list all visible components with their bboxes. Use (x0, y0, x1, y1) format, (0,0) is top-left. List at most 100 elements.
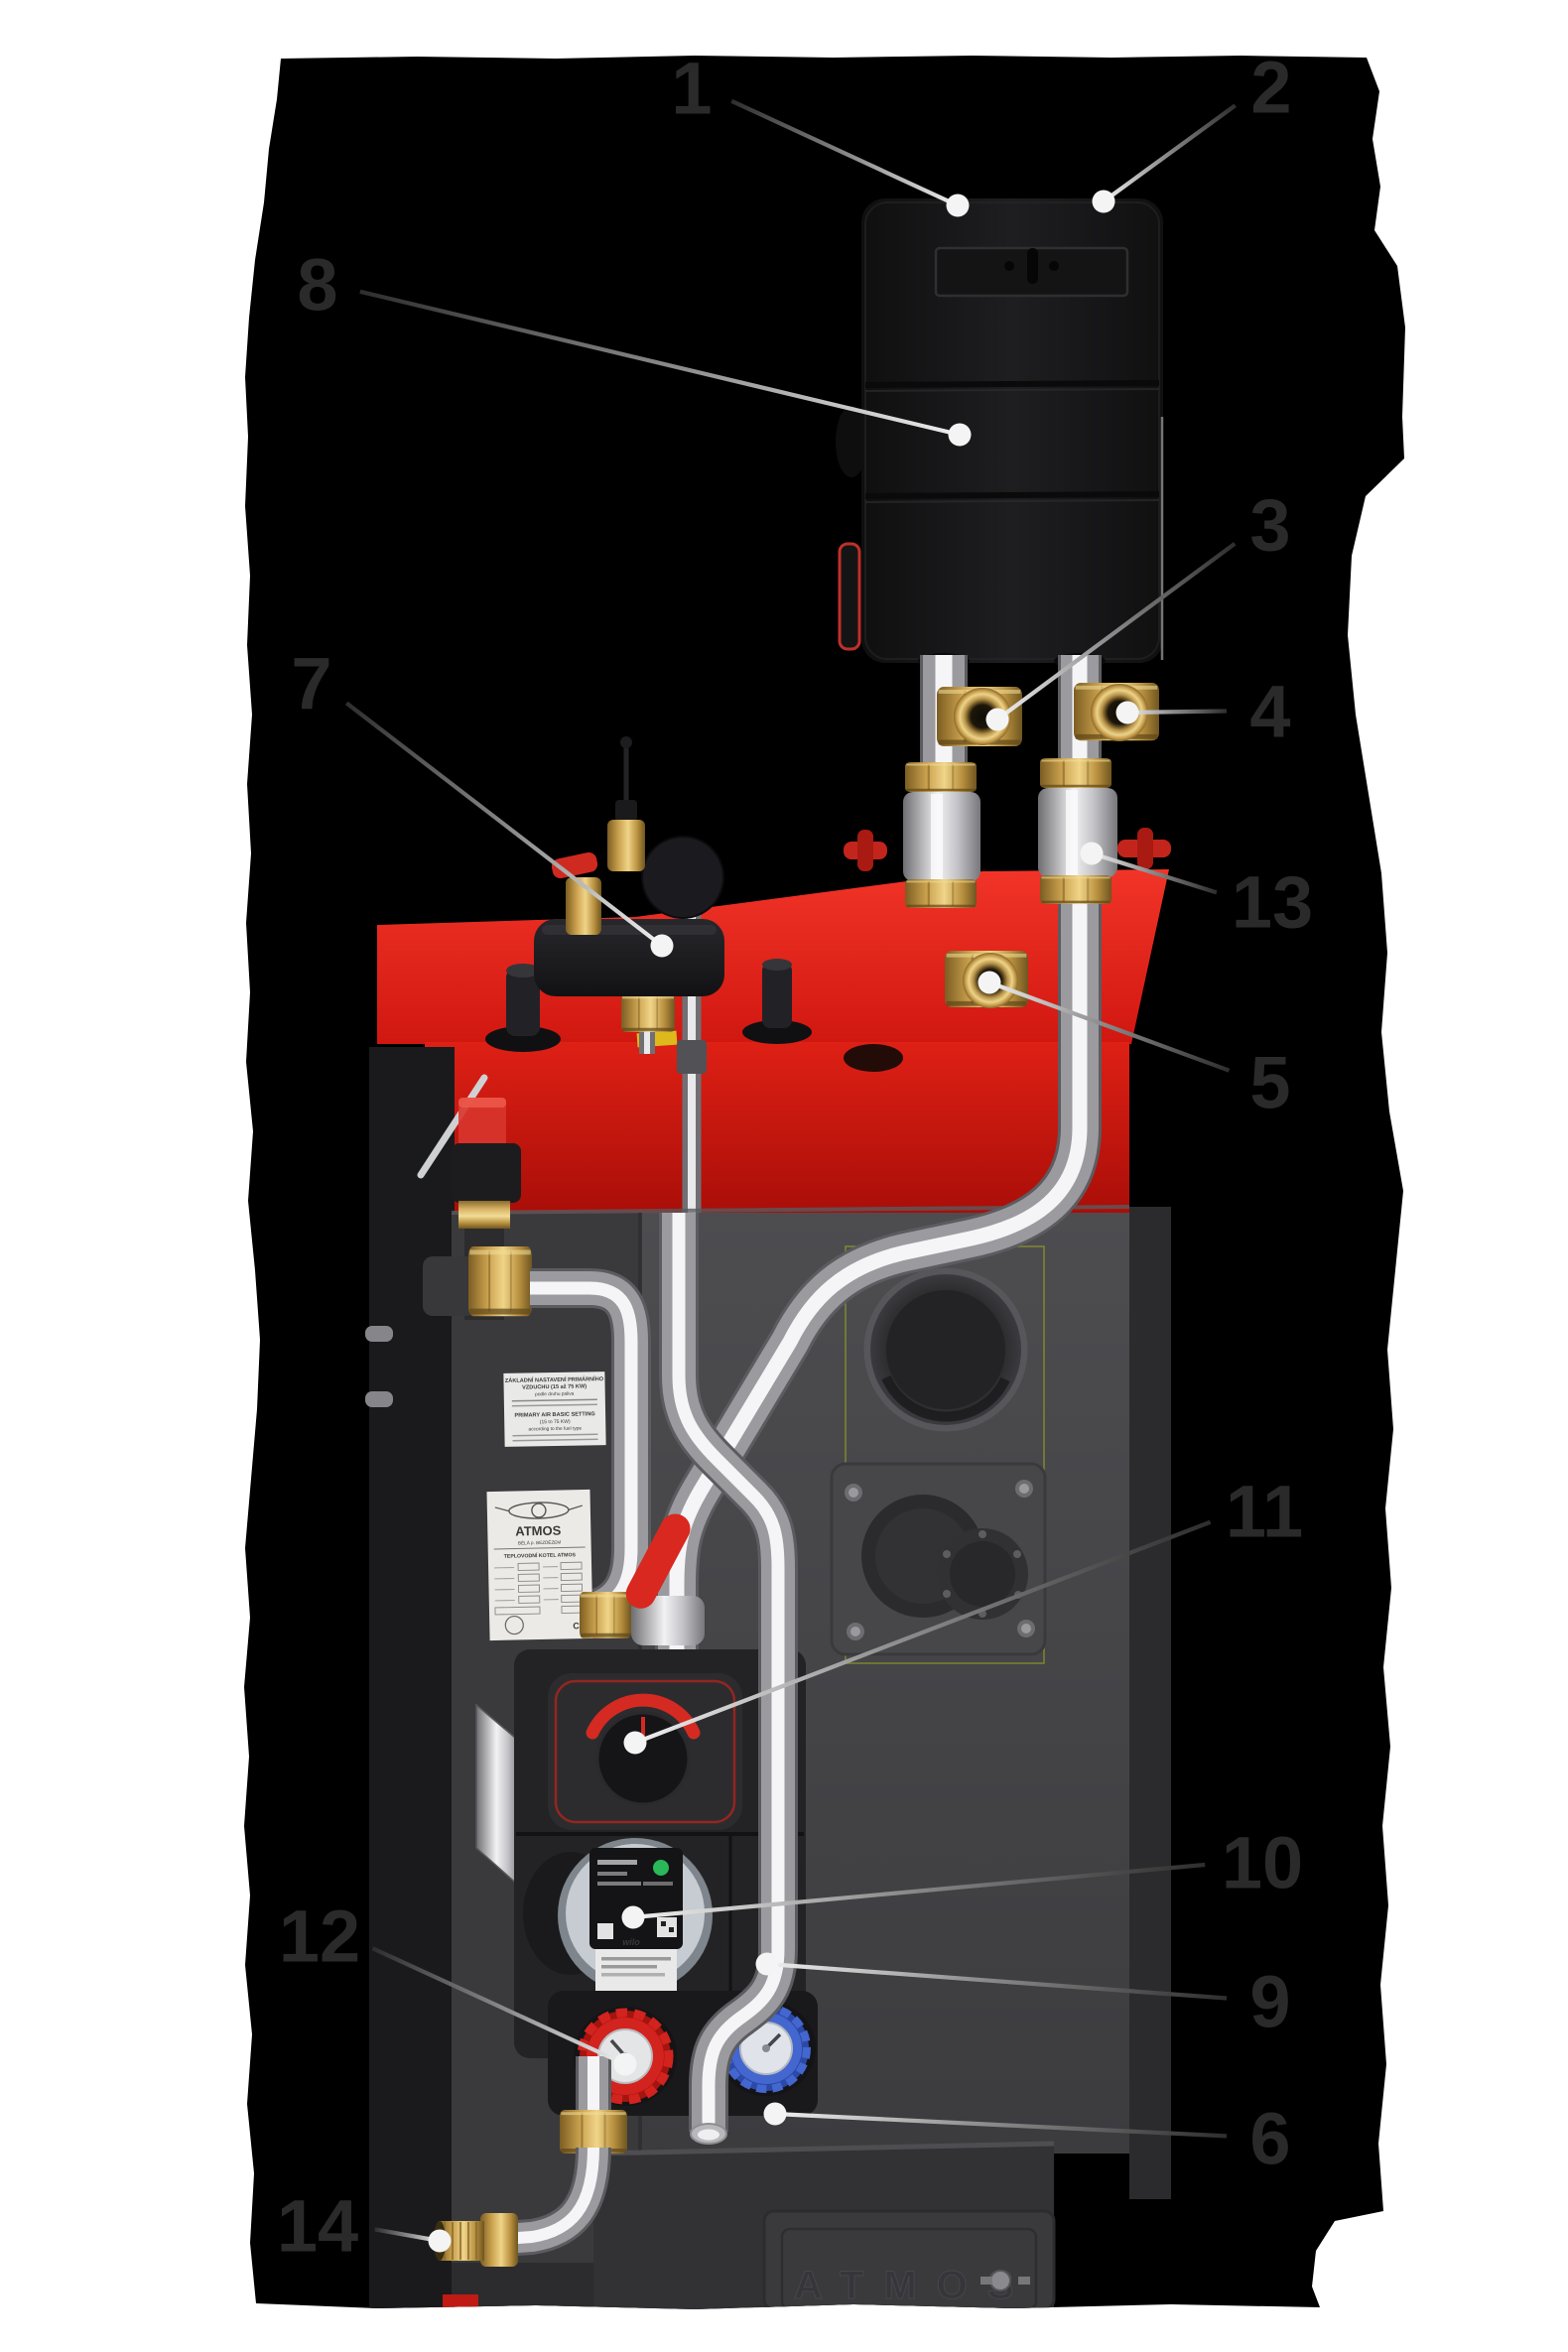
thermostatic-valve-head (548, 1673, 742, 1830)
callout-7: 7 (291, 643, 674, 958)
callout-3-number: 3 (1249, 484, 1290, 567)
callout-10-dot (621, 1905, 645, 1929)
stamp (504, 1615, 524, 1635)
callout-4-number: 4 (1249, 671, 1290, 753)
callout-4-dot (1115, 701, 1139, 724)
svg-text:BĚLÁ p. BEZDĚZEM: BĚLÁ p. BEZDĚZEM (518, 1538, 561, 1546)
red-lever-valve (578, 1513, 705, 1645)
callout-1: 1 (671, 48, 970, 217)
boiler-base: ATMOS (592, 2141, 1056, 2309)
callout-12-leader-line (371, 1946, 626, 2066)
boiler-door: ATMOS (762, 2209, 1056, 2309)
left-thermo-valve (844, 760, 980, 910)
callout-10-leader-line (632, 1862, 1206, 1920)
upper-outlet (423, 1246, 532, 1316)
callout-14: 14 (277, 2185, 452, 2268)
red-dial-arc (586, 1693, 701, 1740)
callout-13-leader-line (1091, 850, 1218, 895)
svg-text:VZDUCHU (15 až 75 KW): VZDUCHU (15 až 75 KW) (522, 1383, 587, 1390)
svg-text:CE: CE (573, 1621, 586, 1631)
svg-text:according to the fuel type: according to the fuel type (528, 1426, 582, 1433)
callout-3-leader-line (995, 542, 1237, 721)
callout-8-dot (948, 423, 972, 447)
callout-3: 3 (985, 484, 1291, 731)
callout-5-number: 5 (1249, 1042, 1290, 1124)
callout-12-dot (613, 2052, 637, 2076)
thermostat-knob (595, 1711, 691, 1806)
callout-2-leader-line (1102, 103, 1237, 203)
door-latch (989, 2270, 1011, 2291)
callout-9: 9 (755, 1952, 1291, 2043)
callout-1-leader-line (730, 98, 959, 207)
callout-2: 2 (1092, 47, 1292, 213)
callout-8-number: 8 (297, 244, 337, 327)
callout-5-dot (978, 971, 1001, 994)
callout-1-dot (946, 194, 970, 217)
callout-11: 11 (623, 1471, 1303, 1755)
callout-11-number: 11 (1226, 1471, 1303, 1553)
boiler-back-edge (1129, 1207, 1171, 2199)
callout-3-dot (985, 708, 1009, 731)
damper-disc (641, 836, 724, 919)
wall-module (836, 198, 1164, 669)
left-red-tee-handle (844, 830, 887, 871)
module-side-clamp (838, 542, 861, 651)
callout-1-number: 1 (671, 48, 712, 130)
callout-2-number: 2 (1250, 47, 1291, 129)
air-vent-valve (607, 736, 645, 871)
callout-4: 4 (1115, 671, 1291, 753)
boiler-left-side (369, 1047, 455, 2309)
callout-13-dot (1080, 842, 1104, 865)
door-hinge (365, 1326, 393, 1342)
door-brand-text: ATMOS (794, 2264, 1033, 2307)
callout-14-dot (428, 2229, 452, 2253)
pump-brand-text: wilo (622, 1937, 640, 1947)
callout-6-dot (763, 2102, 787, 2126)
vent-pipe (619, 873, 707, 1213)
wall-module-shell (861, 198, 1163, 663)
callout-9-dot (755, 1952, 779, 1976)
callout-7-number: 7 (291, 643, 331, 725)
boiler-top-front (425, 1042, 1129, 1215)
drain-piping (434, 2056, 629, 2267)
callout-9-number: 9 (1249, 1961, 1290, 2043)
callout-14-number: 14 (277, 2185, 358, 2268)
boiler-top-cap (534, 919, 724, 996)
callout-5-leader-line (988, 980, 1231, 1073)
brand-plate: ATMOS BĚLÁ p. BEZDĚZEM TEPLOVODNÍ KOTEL … (486, 1489, 593, 1641)
svg-text:PRIMARY AIR BASIC SETTING: PRIMARY AIR BASIC SETTING (514, 1411, 594, 1418)
cleaning-knob-right (742, 959, 812, 1044)
flue-outlet (863, 1267, 1028, 1432)
pipe-port (844, 1044, 903, 1072)
drain-connection (434, 2213, 518, 2267)
callout-11-leader-line (634, 1519, 1212, 1745)
module-vent-slot (1027, 248, 1038, 284)
svg-text:podle druhu paliva: podle druhu paliva (535, 1391, 575, 1398)
callout-7-leader-line (344, 701, 664, 948)
boiler-top-cap-group (534, 736, 724, 996)
callout-10-number: 10 (1222, 1822, 1303, 1904)
callout-6: 6 (763, 2098, 1291, 2180)
air-setting-label: ZÁKLADNÍ NASTAVENÍ PRIMÁRNÍHO VZDUCHU (1… (503, 1372, 606, 1447)
callout-10: 10 (621, 1822, 1303, 1929)
callout-7-dot (650, 934, 674, 958)
callout-8: 8 (297, 244, 972, 447)
callout-6-number: 6 (1249, 2098, 1290, 2180)
equipment-photo: ZÁKLADNÍ NASTAVENÍ PRIMÁRNÍHO VZDUCHU (1… (365, 198, 1171, 2309)
callout-12: 12 (279, 1895, 637, 2076)
callout-9-leader-line (766, 1961, 1228, 2001)
svg-text:ATMOS: ATMOS (515, 1523, 562, 1539)
cleaning-knob-left (485, 964, 561, 1052)
svg-text:(15 to 75 KW): (15 to 75 KW) (540, 1419, 571, 1426)
svg-text:TEPLOVODNÍ KOTEL ATMOS: TEPLOVODNÍ KOTEL ATMOS (504, 1550, 577, 1560)
callout-13: 13 (1080, 842, 1313, 944)
callout-4-leader-line (1126, 709, 1228, 716)
safety-valve-lever (417, 1074, 488, 1179)
red-lever-handle (625, 1513, 691, 1609)
door-hinge (365, 1391, 393, 1407)
callout-8-leader-line (359, 289, 961, 438)
qr-code (597, 1923, 613, 1939)
callout-11-dot (623, 1731, 647, 1755)
